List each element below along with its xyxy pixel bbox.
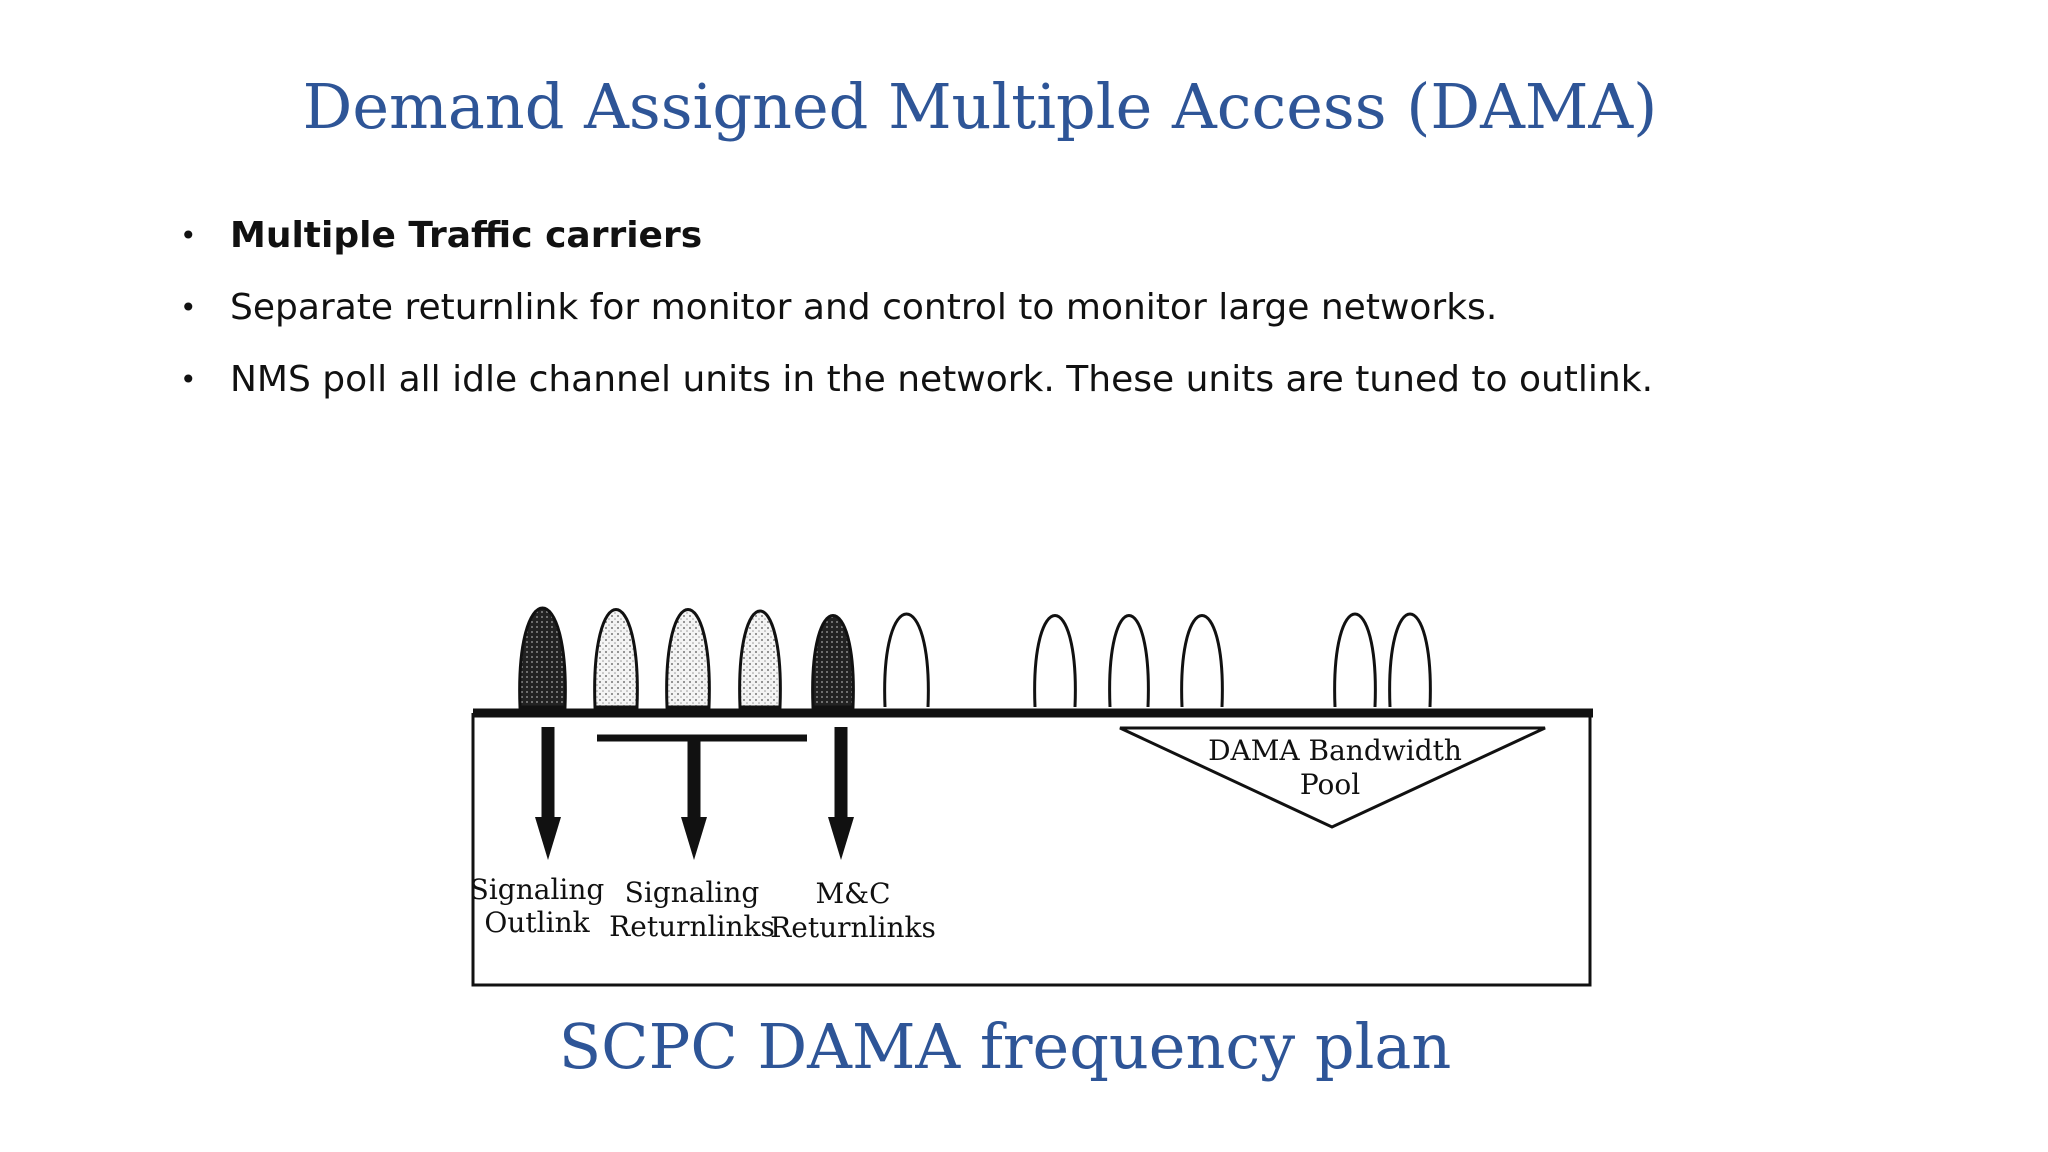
dama-pool-label-line2: Pool [1300, 768, 1360, 801]
bullet-text: NMS poll all idle channel units in the n… [230, 359, 1654, 400]
bullet-text: Separate returnlink for monitor and cont… [230, 287, 1498, 328]
arrow-signaling-returnlinks [681, 741, 707, 860]
bullet-icon: • [180, 363, 197, 396]
carrier-signaling-outlink [518, 606, 567, 709]
dama-pool-label-line1: DAMA Bandwidth [1208, 734, 1462, 767]
bullet-item: • NMS poll all idle channel units in the… [180, 354, 1653, 426]
diagram-caption: SCPC DAMA frequency plan [558, 1010, 1452, 1083]
label-mc-returnlinks-1: M&C [815, 877, 890, 910]
carrier-idle [1333, 612, 1377, 708]
carrier-signaling-return-2 [665, 608, 711, 709]
arrow-signaling-outlink [535, 727, 561, 860]
bullet-icon: • [180, 219, 197, 252]
carrier-idle [883, 612, 930, 708]
label-signaling-returnlinks-1: Signaling [625, 876, 760, 909]
carrier-idle [1180, 614, 1224, 708]
carrier-idle [1388, 612, 1432, 708]
label-signaling-returnlinks-2: Returnlinks [609, 910, 775, 943]
diagram-frame [471, 713, 1592, 987]
dama-pool-triangle [1119, 726, 1546, 829]
bullet-list: • Multiple Traffic carriers • Separate r… [180, 210, 1653, 426]
carrier-idle [1033, 614, 1077, 708]
arrow-mc-returnlinks [828, 727, 854, 860]
bullet-icon: • [180, 291, 197, 324]
carrier-mc-return [811, 614, 855, 709]
label-mc-returnlinks-2: Returnlinks [770, 911, 936, 944]
bullet-text: Multiple Traffic carriers [230, 215, 703, 256]
carrier-idle [1108, 614, 1150, 708]
bullet-item: • Multiple Traffic carriers [180, 210, 1653, 282]
label-signaling-outlink-2: Outlink [484, 906, 590, 939]
label-signaling-outlink-1: Signaling [470, 873, 605, 906]
frequency-plan-diagram: DAMA Bandwidth Pool Signaling Outlink Si… [470, 606, 1593, 987]
bullet-item: • Separate returnlink for monitor and co… [180, 282, 1653, 354]
carrier-signaling-return-1 [593, 608, 639, 709]
slide-title: Demand Assigned Multiple Access (DAMA) [302, 70, 1658, 143]
carrier-signaling-return-3 [738, 609, 782, 709]
